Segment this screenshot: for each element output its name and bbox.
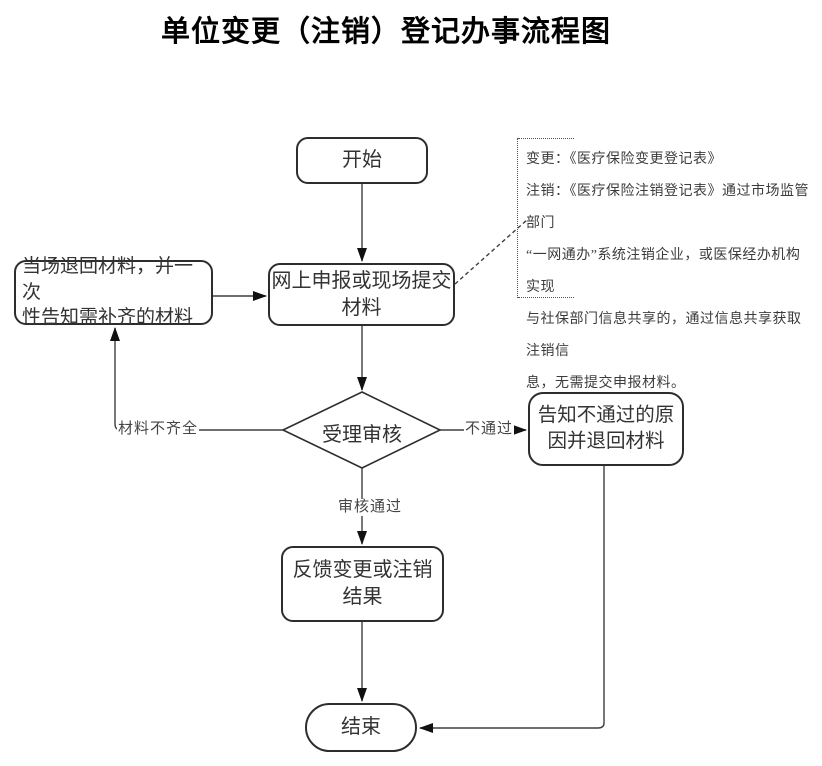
node-review-decision: 受理审核 bbox=[322, 424, 402, 446]
annotation-text: 变更：《医疗保险变更登记表》 注销：《医疗保险注销登记表》通过市场监管部门 “一… bbox=[526, 144, 814, 400]
annotation-line: 与社保部门信息共享的，通过信息共享获取注销信 bbox=[526, 312, 802, 359]
callout-border-top bbox=[518, 138, 574, 139]
callout-border-bottom bbox=[518, 297, 574, 298]
edge-label-approved: 审核通过 bbox=[337, 499, 404, 516]
node-start: 开始 bbox=[296, 137, 428, 184]
page-title: 单位变更（注销）登记办事流程图 bbox=[160, 16, 611, 48]
node-return-materials: 当场退回材料，并一次 性告知需补齐的材料 bbox=[14, 256, 213, 328]
node-notify-rejection: 告知不通过的原 因并退回材料 bbox=[528, 392, 684, 466]
edge-review-to-return bbox=[110, 327, 283, 431]
edge-notify-to-end bbox=[419, 466, 605, 733]
annotation-line: “一网通办”系统注销企业，或医保经办机构实现 bbox=[526, 248, 801, 295]
note-leader-line bbox=[454, 218, 529, 285]
node-submit-materials: 网上申报或现场提交 材料 bbox=[268, 263, 455, 326]
annotation-line: 注销：《医疗保险注销登记表》通过市场监管部门 bbox=[526, 184, 809, 231]
annotation-line: 息，无需提交申报材料。 bbox=[526, 376, 686, 391]
edge-label-rejected: 不通过 bbox=[464, 421, 515, 438]
decision-diamond-shape bbox=[281, 391, 442, 469]
annotation-callout: 变更：《医疗保险变更登记表》 注销：《医疗保险注销登记表》通过市场监管部门 “一… bbox=[517, 138, 818, 391]
node-end: 结束 bbox=[305, 703, 417, 752]
edge-label-incomplete-materials: 材料不齐全 bbox=[117, 421, 200, 438]
node-feedback-result: 反馈变更或注销 结果 bbox=[281, 546, 444, 622]
annotation-line: 变更：《医疗保险变更登记表》 bbox=[526, 152, 722, 167]
